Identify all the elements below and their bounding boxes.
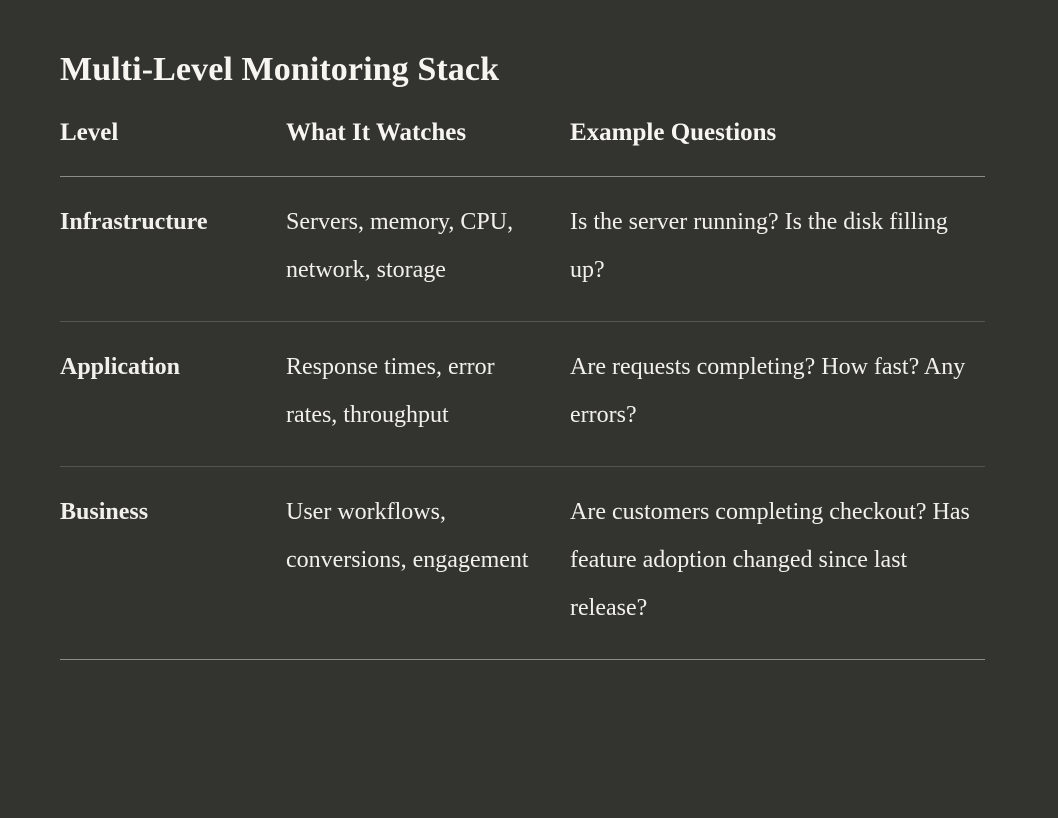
page-title: Multi-Level Monitoring Stack bbox=[60, 51, 500, 88]
cell-example-questions: Is the server running? Is the disk filli… bbox=[570, 176, 985, 322]
monitoring-stack-table: Level What It Watches Example Questions … bbox=[60, 116, 985, 660]
cell-what-it-watches: Servers, memory, CPU, network, storage bbox=[286, 176, 570, 322]
cell-level: Infrastructure bbox=[60, 176, 286, 322]
table-header: Level What It Watches Example Questions bbox=[60, 116, 985, 177]
cell-example-questions: Are customers completing checkout? Has f… bbox=[570, 466, 985, 660]
monitoring-table-wrapper: Level What It Watches Example Questions … bbox=[60, 116, 998, 660]
column-header-level: Level bbox=[60, 116, 286, 177]
table-body: Infrastructure Servers, memory, CPU, net… bbox=[60, 176, 985, 660]
table-header-row: Level What It Watches Example Questions bbox=[60, 116, 985, 177]
table-row: Application Response times, error rates,… bbox=[60, 321, 985, 467]
cell-what-it-watches: User workflows, conversions, engagement bbox=[286, 466, 570, 660]
table-row: Infrastructure Servers, memory, CPU, net… bbox=[60, 176, 985, 322]
cell-example-questions: Are requests completing? How fast? Any e… bbox=[570, 321, 985, 467]
column-header-example-questions: Example Questions bbox=[570, 116, 985, 177]
table-row: Business User workflows, conversions, en… bbox=[60, 466, 985, 660]
cell-level: Business bbox=[60, 466, 286, 660]
column-header-what-it-watches: What It Watches bbox=[286, 116, 570, 177]
cell-level: Application bbox=[60, 321, 286, 467]
cell-what-it-watches: Response times, error rates, throughput bbox=[286, 321, 570, 467]
